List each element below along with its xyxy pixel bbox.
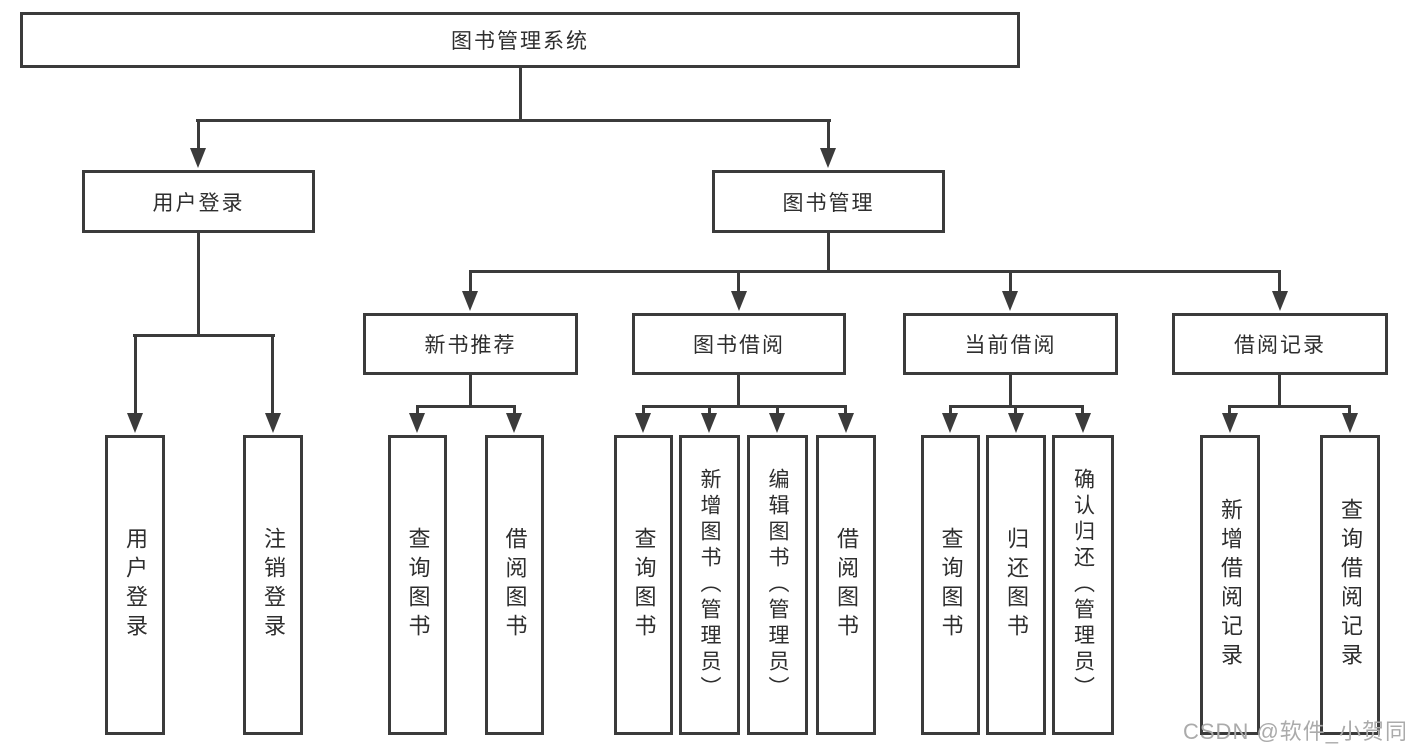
connector-root-drop-right xyxy=(827,119,830,151)
node-root-label: 图书管理系统 xyxy=(451,30,589,53)
connector-bookmgmt-drop-4 xyxy=(1278,270,1281,293)
arrow-down-icon xyxy=(942,413,958,433)
arrow-down-icon xyxy=(1008,413,1024,433)
connector-userlogin-stem xyxy=(197,231,200,336)
connector-current-stem xyxy=(1009,373,1012,408)
connector-bookmgmt-drop-3 xyxy=(1009,270,1012,293)
arrow-down-icon xyxy=(506,413,522,433)
arrow-down-icon xyxy=(838,413,854,433)
connector-userlogin-rail xyxy=(133,334,275,337)
node-new-book-recommend: 新书推荐 xyxy=(363,313,578,375)
node-leaf-edit-books-admin: 编辑图书（管理员） xyxy=(747,435,808,735)
arrow-down-icon xyxy=(1002,291,1018,311)
connector-recommend-drop-2 xyxy=(513,405,516,415)
node-book-borrow: 图书借阅 xyxy=(632,313,846,375)
arrow-down-icon xyxy=(462,291,478,311)
connector-userlogin-drop-1 xyxy=(134,334,137,416)
node-leaf-query-books-3: 查询图书 xyxy=(921,435,980,735)
node-leaf-return-books: 归还图书 xyxy=(986,435,1046,735)
connector-borrow-rail xyxy=(642,405,847,408)
leaf-label: 新增图书（管理员） xyxy=(698,468,721,702)
connector-userlogin-drop-2 xyxy=(271,334,274,416)
leaf-label: 新增借阅记录 xyxy=(1218,498,1243,672)
connector-records-stem xyxy=(1278,373,1281,408)
leaf-label: 注销登录 xyxy=(261,527,286,643)
connector-recommend-drop-1 xyxy=(416,405,419,415)
leaf-label: 归还图书 xyxy=(1004,527,1029,643)
connector-records-rail xyxy=(1229,405,1351,408)
node-borrow-records-label: 借阅记录 xyxy=(1234,334,1326,357)
node-user-login: 用户登录 xyxy=(82,170,315,233)
connector-recommend-rail xyxy=(416,405,516,408)
arrow-down-icon xyxy=(701,413,717,433)
node-leaf-query-books-1: 查询图书 xyxy=(388,435,447,735)
connector-current-drop-2 xyxy=(1014,405,1017,415)
leaf-label: 借阅图书 xyxy=(834,527,859,643)
connector-records-drop-2 xyxy=(1348,405,1351,415)
connector-borrow-drop-4 xyxy=(844,405,847,415)
leaf-label: 查询借阅记录 xyxy=(1338,498,1363,672)
connector-borrow-drop-1 xyxy=(642,405,645,415)
leaf-label: 确认归还（管理员） xyxy=(1071,468,1095,702)
arrow-down-icon xyxy=(265,413,281,433)
connector-bookmgmt-rail xyxy=(469,270,1281,273)
connector-borrow-drop-2 xyxy=(708,405,711,415)
arrow-down-icon xyxy=(769,413,785,433)
node-leaf-query-books-2: 查询图书 xyxy=(614,435,673,735)
node-book-management: 图书管理 xyxy=(712,170,945,233)
node-current-borrow-label: 当前借阅 xyxy=(964,334,1057,357)
connector-borrow-drop-3 xyxy=(776,405,779,415)
leaf-label: 编辑图书（管理员） xyxy=(766,468,789,702)
node-leaf-borrow-books-2: 借阅图书 xyxy=(816,435,876,735)
watermark: CSDN @软件_小贺同学 xyxy=(1183,719,1405,744)
node-book-management-label: 图书管理 xyxy=(782,191,875,215)
leaf-label: 查询图书 xyxy=(938,527,964,643)
connector-current-drop-3 xyxy=(1081,405,1084,415)
node-borrow-records: 借阅记录 xyxy=(1172,313,1388,375)
arrow-down-icon xyxy=(1222,413,1238,433)
leaf-label: 用户登录 xyxy=(123,527,148,643)
leaf-label: 借阅图书 xyxy=(502,527,528,643)
node-leaf-confirm-return-admin: 确认归还（管理员） xyxy=(1052,435,1114,735)
node-leaf-query-borrow-record: 查询借阅记录 xyxy=(1320,435,1380,735)
arrow-down-icon xyxy=(1075,413,1091,433)
arrow-down-icon xyxy=(127,413,143,433)
arrow-down-icon xyxy=(1342,413,1358,433)
node-book-borrow-label: 图书借阅 xyxy=(693,334,785,357)
node-leaf-add-borrow-record: 新增借阅记录 xyxy=(1200,435,1260,735)
connector-bookmgmt-stem xyxy=(827,231,830,273)
node-new-book-recommend-label: 新书推荐 xyxy=(424,334,517,357)
connector-current-drop-1 xyxy=(949,405,952,415)
arrow-down-icon xyxy=(1272,291,1288,311)
node-leaf-borrow-books-1: 借阅图书 xyxy=(485,435,544,735)
arrow-down-icon xyxy=(820,148,836,168)
node-leaf-add-books-admin: 新增图书（管理员） xyxy=(679,435,740,735)
connector-root-drop-left xyxy=(197,119,200,151)
leaf-label: 查询图书 xyxy=(631,527,657,643)
connector-recommend-stem xyxy=(469,373,472,408)
node-user-login-label: 用户登录 xyxy=(152,191,245,215)
arrow-down-icon xyxy=(731,291,747,311)
leaf-label: 查询图书 xyxy=(405,527,431,643)
connector-borrow-stem xyxy=(737,373,740,408)
connector-records-drop-1 xyxy=(1228,405,1231,415)
node-leaf-logout: 注销登录 xyxy=(243,435,303,735)
arrow-down-icon xyxy=(190,148,206,168)
node-current-borrow: 当前借阅 xyxy=(903,313,1118,375)
node-leaf-user-login: 用户登录 xyxy=(105,435,165,735)
arrow-down-icon xyxy=(409,413,425,433)
connector-bookmgmt-drop-1 xyxy=(469,270,472,293)
connector-root-stem xyxy=(519,66,522,120)
connector-root-rail xyxy=(196,119,831,122)
node-root: 图书管理系统 xyxy=(20,12,1020,68)
arrow-down-icon xyxy=(635,413,651,433)
connector-bookmgmt-drop-2 xyxy=(737,270,740,293)
